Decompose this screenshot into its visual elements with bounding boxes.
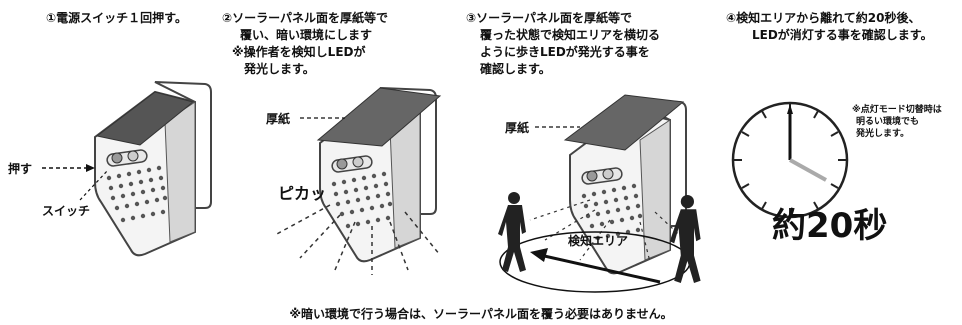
cardboard-2	[316, 87, 442, 147]
solar-panel-1	[95, 91, 195, 146]
clock-note-line: ※点灯モード切替時は	[852, 105, 942, 115]
clock-second-hand	[789, 158, 827, 182]
step-3-line: 覆った状態で検知エリアを横切る	[480, 28, 661, 42]
step-3: ③ソーラーパネル面を厚紙等で 覆った状態で検知エリアを横切る ように歩きLEDが…	[466, 10, 660, 78]
cardboard-label-3: 厚紙	[505, 121, 530, 135]
push-label: 押す	[8, 162, 33, 176]
cardboard-label-2: 厚紙	[266, 112, 291, 126]
step-2: ②ソーラーパネル面を厚紙等で 覆い、暗い環境にします ※操作者を検知しLEDが …	[222, 10, 388, 78]
clock	[731, 101, 849, 219]
clock-note-line: 明るい環境でも	[856, 117, 920, 127]
step-1: ①電源スイッチ１回押す。	[46, 10, 187, 27]
seconds-label: 約20秒	[772, 206, 888, 246]
device-1	[42, 81, 212, 257]
clock-note: ※点灯モード切替時は 明るい環境でも 発光します。	[852, 104, 942, 140]
walking-person-left	[498, 192, 526, 272]
step-1-line: ①電源スイッチ１回押す。	[46, 11, 187, 25]
step-2-line: ※操作者を検知しLEDが	[232, 45, 366, 59]
step-3-line: ③ソーラーパネル面を厚紙等で	[466, 11, 633, 25]
switch-label: スイッチ	[42, 204, 91, 218]
step-4: ④検知エリアから離れて約20秒後、 LEDが消灯する事を確認します。	[726, 10, 933, 44]
step-2-line: ②ソーラーパネル面を厚紙等で	[222, 11, 389, 25]
step-4-line: ④検知エリアから離れて約20秒後、	[726, 11, 921, 25]
step-4-line: LEDが消灯する事を確認します。	[752, 28, 933, 42]
step-2-line: 覆い、暗い環境にします	[240, 28, 373, 42]
device-2	[274, 87, 442, 275]
device-3	[498, 94, 701, 293]
step-2-line: 発光します。	[244, 62, 315, 76]
detection-area-label: 検知エリア	[568, 234, 629, 248]
step-3-line: ように歩きLEDが発光する事を	[480, 45, 650, 59]
cardboard-3	[563, 94, 685, 151]
step-3-line: 確認します。	[480, 62, 551, 76]
clock-note-line: 発光します。	[856, 129, 910, 139]
footer-note: ※暗い環境で行う場合は、ソーラーパネル面を覆う必要はありません。	[289, 307, 673, 321]
pika-label: ピカッ	[278, 184, 327, 203]
